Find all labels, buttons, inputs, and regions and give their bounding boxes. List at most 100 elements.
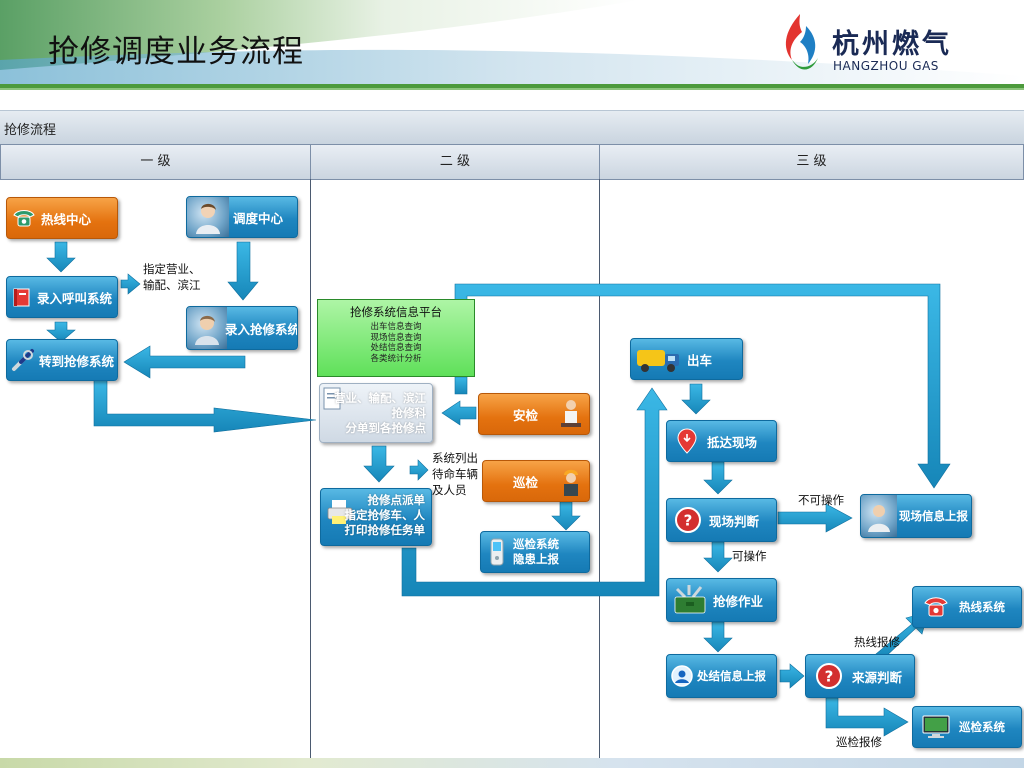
operable-note: 可操作 <box>732 549 767 563</box>
section-title: 抢修流程 <box>4 123 57 138</box>
arrow-depart-to-arrive <box>681 383 711 415</box>
arrive-site-label: 抵达现场 <box>707 434 758 450</box>
column-header-level-2: 二 级 <box>310 144 600 180</box>
arrow-point-to-depart <box>401 387 668 597</box>
patrol-report-box[interactable]: 巡检系统 隐患上报 <box>480 531 590 573</box>
question-icon: ? <box>667 506 709 534</box>
arrow-judge-to-repair <box>703 541 733 573</box>
hotline-system-label: 热线系统 <box>959 600 1005 614</box>
arrow-repair-to-close <box>703 621 733 653</box>
close-report-box[interactable]: 处结信息上报 <box>666 654 777 698</box>
enter-repair-system-box[interactable]: 录入抢修系统 <box>186 306 298 350</box>
safety-check-label: 安检 <box>513 407 539 423</box>
column-header-level-3: 三 级 <box>599 144 1024 180</box>
arrow-judge-to-site-report <box>777 503 853 533</box>
printer-icon <box>325 497 355 527</box>
enter-repair-system-label: 录入抢修系统 <box>225 321 298 337</box>
patrol-system-label: 巡检系统 <box>959 720 1005 734</box>
list-note: 系统列出 待命车辆 及人员 <box>432 450 478 498</box>
platform-item-statistics: 各类统计分析 <box>370 353 422 364</box>
column-header-level-1: 一 级 <box>0 144 311 180</box>
repair-point-line-1: 抢修点派单 <box>367 493 426 507</box>
svg-text:?: ? <box>825 668 834 686</box>
dispatch-dept-text: 营业、输配、滨江 抢修科 分单到各抢修点 <box>334 391 426 436</box>
dispatch-center-box[interactable]: 调度中心 <box>186 196 298 238</box>
tools-icon <box>7 348 39 372</box>
lane-level-3 <box>599 179 1024 759</box>
patrol-system-box[interactable]: 巡检系统 <box>912 706 1022 748</box>
dispatch-center-label: 调度中心 <box>233 210 284 226</box>
logo-english: HANGZHOU GAS <box>833 59 939 73</box>
arrow-dispatch-to-list <box>409 459 429 481</box>
platform-item-site-query: 现场信息查询 <box>370 332 422 343</box>
worker-helmet-icon <box>559 465 583 497</box>
transfer-repair-system-label: 转到抢修系统 <box>39 353 115 369</box>
telephone-icon <box>7 207 41 229</box>
platform-item-close-query: 处结信息查询 <box>370 343 422 353</box>
repair-point-line-2: 指定抢修车、人 <box>344 508 426 522</box>
footer-strip <box>0 758 1024 768</box>
enter-call-system-box[interactable]: 录入呼叫系统 <box>6 276 118 318</box>
section-bar: 抢修流程 <box>0 110 1024 144</box>
arrow-dispatch-to-point <box>363 445 395 483</box>
mobile-phone-icon <box>481 538 513 566</box>
monitor-icon <box>913 714 959 740</box>
repair-work-box[interactable]: 抢修作业 <box>666 578 777 622</box>
arrow-dispatch-to-entry <box>227 241 259 301</box>
patrol-check-box[interactable]: 巡检 <box>482 460 590 502</box>
transfer-repair-system-box[interactable]: 转到抢修系统 <box>6 339 118 381</box>
dispatch-dept-line-3: 分单到各抢修点 <box>345 421 427 435</box>
arrow-close-to-source <box>779 663 805 689</box>
question-icon: ? <box>806 662 852 690</box>
logo-chinese: 杭州燃气 <box>832 29 952 60</box>
site-report-box[interactable]: 现场信息上报 <box>860 494 972 538</box>
patrol-check-label: 巡检 <box>513 474 539 490</box>
arrow-arrive-to-judge <box>703 461 733 495</box>
close-report-label: 处结信息上报 <box>697 669 766 683</box>
dispatch-dept-line-1: 营业、输配、滨江 <box>334 391 426 405</box>
patrol-report-text: 巡检系统 隐患上报 <box>513 537 559 567</box>
info-platform-box[interactable]: 抢修系统信息平台 出车信息查询 现场信息查询 处结信息查询 各类统计分析 <box>317 299 475 377</box>
globe-user-icon <box>667 664 697 688</box>
source-judge-box[interactable]: ? 来源判断 <box>805 654 915 698</box>
truck-icon <box>631 344 687 374</box>
patrol-report-line-2: 隐患上报 <box>513 552 559 566</box>
repair-point-line-3: 打印抢修任务单 <box>344 523 426 537</box>
arrive-site-box[interactable]: 抵达现场 <box>666 420 777 462</box>
source-judge-label: 来源判断 <box>852 669 903 685</box>
staff-photo-icon <box>861 495 897 537</box>
arrow-hotline-to-call <box>46 241 76 273</box>
arrow-safety-to-dispatch <box>441 400 477 426</box>
safety-check-box[interactable]: 安检 <box>478 393 590 435</box>
patrol-repair-note: 巡检报修 <box>836 735 882 749</box>
repair-point-box[interactable]: 抢修点派单 指定抢修车、人 打印抢修任务单 <box>320 488 432 546</box>
hotline-repair-note: 热线报修 <box>854 635 900 649</box>
assign-note-line-2: 输配、滨江 <box>143 278 201 292</box>
operator-photo-icon <box>187 197 229 237</box>
hotline-center-label: 热线中心 <box>41 211 92 227</box>
enter-call-system-label: 录入呼叫系统 <box>37 290 113 306</box>
dispatch-dept-box[interactable]: 营业、输配、滨江 抢修科 分单到各抢修点 <box>319 383 433 443</box>
site-judge-label: 现场判断 <box>709 513 760 529</box>
arrow-call-to-transfer <box>46 321 76 343</box>
flame-logo-icon <box>785 14 818 70</box>
site-report-label: 现场信息上报 <box>899 509 968 523</box>
book-icon <box>7 286 37 308</box>
repair-work-label: 抢修作业 <box>713 593 764 609</box>
document-icon <box>322 386 344 412</box>
hotline-system-box[interactable]: 热线系统 <box>912 586 1022 628</box>
hotline-center-box[interactable]: 热线中心 <box>6 197 118 239</box>
repair-point-text: 抢修点派单 指定抢修车、人 打印抢修任务单 <box>345 493 426 538</box>
site-judge-box[interactable]: ? 现场判断 <box>666 498 777 542</box>
assign-note: 指定营业、 输配、滨江 <box>143 261 201 293</box>
inspector-icon <box>559 397 583 431</box>
arrow-platform-to-dispatch-stub <box>454 376 468 395</box>
page-title: 抢修调度业务流程 <box>48 34 304 70</box>
depart-box[interactable]: 出车 <box>630 338 743 380</box>
location-pin-icon <box>667 428 707 454</box>
toolbox-icon <box>667 583 713 617</box>
list-note-line-3: 及人员 <box>432 483 467 497</box>
arrow-call-to-note <box>120 273 141 295</box>
header: 抢修调度业务流程 杭州燃气 HANGZHOU GAS <box>0 0 1024 92</box>
